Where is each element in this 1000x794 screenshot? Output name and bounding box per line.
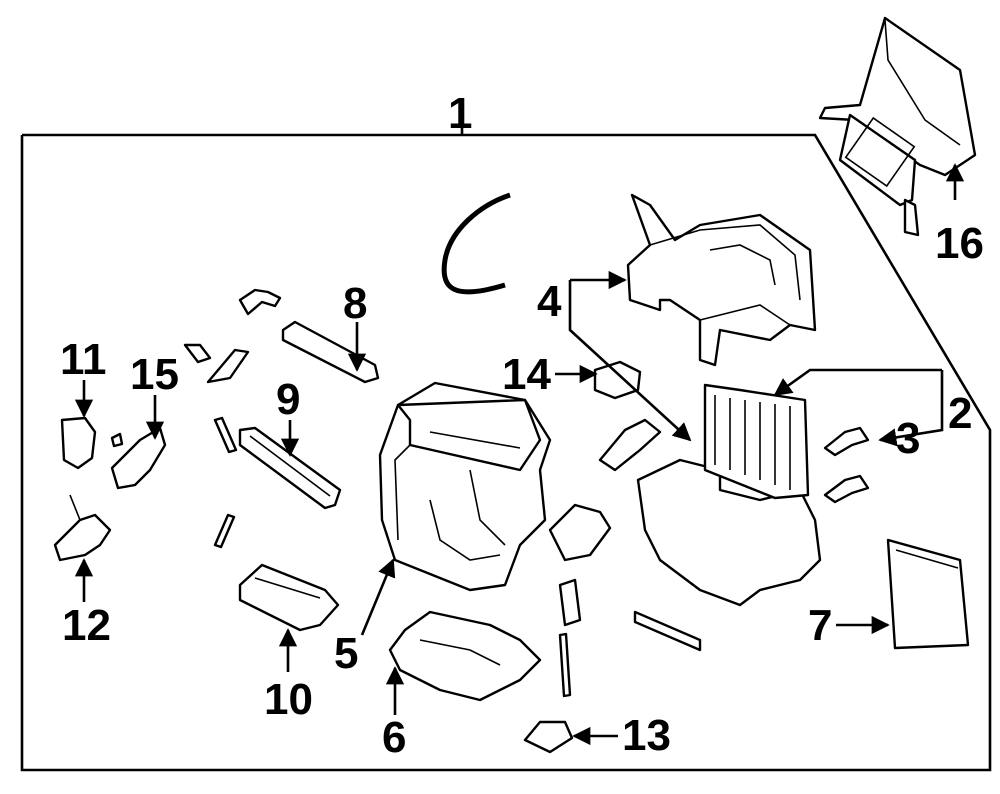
callout-13: 13 <box>622 711 671 760</box>
leader-lines <box>74 163 965 746</box>
callout-1: 1 <box>448 89 472 138</box>
callout-7: 7 <box>808 601 832 650</box>
part-13-bracket <box>523 578 582 754</box>
duct-piece <box>548 503 612 562</box>
actuator <box>598 418 662 472</box>
part-10-cover <box>238 563 340 632</box>
callout-3: 3 <box>896 414 920 463</box>
drain-hose <box>441 192 511 295</box>
link-arm <box>206 348 250 384</box>
callout-12: 12 <box>62 601 111 650</box>
part-5-heater-case <box>378 381 552 592</box>
callouts: 1 2 3 4 5 6 7 8 9 10 11 12 13 14 15 16 <box>60 89 984 762</box>
callout-8: 8 <box>343 279 367 328</box>
part-15-bracket <box>110 426 167 490</box>
part-12-bracket <box>53 494 112 562</box>
callout-16: 16 <box>935 219 984 268</box>
screw <box>183 343 212 364</box>
assembly-outline <box>20 118 992 772</box>
part-7-panel <box>886 538 970 650</box>
part-4-upper-case <box>626 193 817 367</box>
part-2-evaporator-case <box>636 383 822 607</box>
rod <box>213 513 236 549</box>
callout-2: 2 <box>948 389 972 438</box>
part-11-clip <box>60 416 97 470</box>
callout-9: 9 <box>276 375 300 424</box>
callout-11: 11 <box>60 335 107 384</box>
part-9-filter <box>238 426 342 510</box>
part-8-seal <box>281 320 380 384</box>
callout-5: 5 <box>334 629 358 678</box>
callout-6: 6 <box>382 713 406 762</box>
part-6-lower-case <box>388 610 542 702</box>
small-pipe <box>238 288 282 316</box>
part-3-pipes <box>823 426 870 504</box>
part-14-resistor <box>593 360 642 400</box>
long-rod <box>633 610 702 652</box>
callout-14: 14 <box>502 350 551 399</box>
small-link <box>213 416 238 454</box>
part-16-duct <box>818 16 977 237</box>
callout-10: 10 <box>264 675 313 724</box>
callout-4: 4 <box>537 277 562 326</box>
callout-15: 15 <box>130 350 179 399</box>
